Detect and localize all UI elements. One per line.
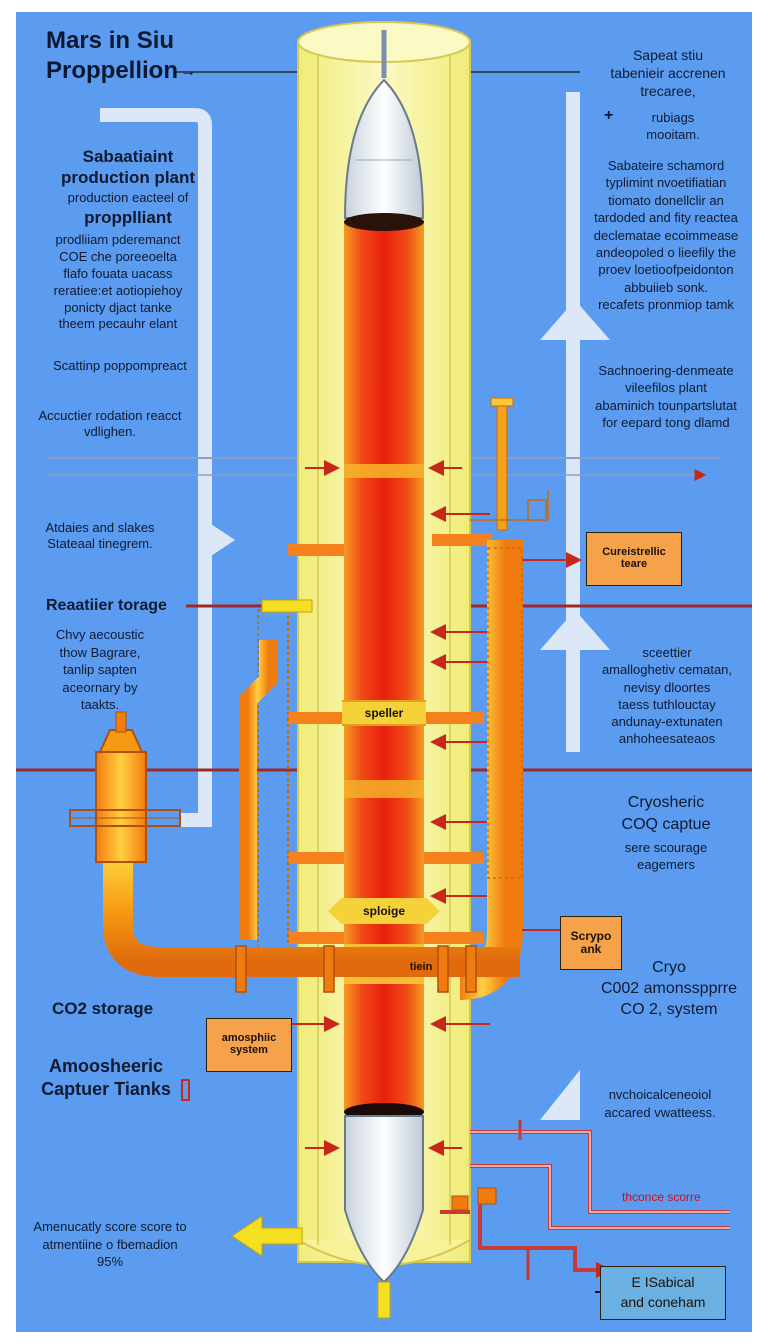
cryospheric-capture-heading: Cryosheric COQ captue	[621, 794, 711, 834]
title-arrow-icon: →	[180, 63, 196, 80]
plus-icon: +	[604, 107, 614, 124]
main-feed-pipe	[103, 860, 520, 977]
scatting-note: Scattinp poppompreact	[53, 358, 187, 373]
bottom-score-note: Amenucatly score score to atmentiine o f…	[33, 1219, 187, 1270]
marker-icon	[181, 1079, 190, 1101]
theonce-score-label: thconce scorre	[622, 1190, 701, 1204]
guide-arrow-up-icon	[540, 610, 610, 650]
column-crossbars	[288, 534, 492, 944]
atmospheric-system-box: amosphiic system	[206, 1018, 292, 1072]
sabatier-plant-heading: Sabaatiaint production plant	[60, 147, 196, 188]
tiein-tag: tiein	[409, 961, 433, 973]
co2-storage-label: CO2 storage	[52, 999, 154, 1018]
scrypo-tank-box: Scrypo ank	[560, 916, 622, 970]
right-intro-continued: rubiags mooitam.	[646, 110, 700, 142]
speller-tag: speller	[342, 700, 426, 726]
guide-notch-icon	[205, 520, 235, 560]
guide-arrow-icon	[540, 1070, 580, 1120]
nvchoical-note: nvchoicalceneoiol accared vwatteess.	[604, 1087, 716, 1120]
sabatier-scheme-description: Sabateire schamord typlimint nvoetifiati…	[593, 158, 739, 313]
core-top-opening	[344, 213, 424, 231]
cryo-co2-system-heading: Cryo C002 amonsspprre CO 2, system	[600, 959, 738, 1018]
diagram-title: Mars in Siu Proppellion	[46, 27, 178, 84]
lattice-cap	[261, 599, 313, 613]
asdates-note: Atdaies and slakes Stateaal tinegrem.	[45, 520, 155, 552]
bottom-nozzle	[377, 1281, 391, 1319]
plant-description: prodliiam pderemanct COE che poreeoelta …	[53, 232, 183, 332]
cryospheric-capture-sub: sere scourage eagemers	[624, 840, 708, 872]
right-guide-bar	[566, 92, 580, 752]
right-lattice	[487, 547, 523, 879]
sachnoering-description: Sachnoering-denmeate vileefilos plant ab…	[595, 363, 737, 431]
plant-propellant: propplliant	[84, 208, 172, 227]
sploige-tag: sploige	[328, 898, 440, 924]
esabical-box: E ISabical and coneham	[600, 1266, 726, 1320]
cureistrellic-box: Cureistrellic teare	[586, 532, 682, 586]
right-intro: Sapeat stiu tabenieir accrenen trecaree,	[610, 47, 726, 100]
guide-arrow-up-icon	[540, 300, 610, 340]
acceptor-note: Accuctier rodation reacct vdlighen.	[38, 408, 182, 440]
flow-arrows	[290, 460, 490, 1156]
left-guide-bracket	[100, 108, 212, 827]
atmospheric-capture-tanks-heading: Amoosheeric Captuer Tianks	[41, 1056, 171, 1100]
output-arrow-icon	[231, 1215, 303, 1257]
plant-subheading: production eacteel of	[67, 190, 189, 205]
scettier-description: sceettier amalloghetiv cematan, nevisy d…	[601, 645, 733, 747]
top-dome	[343, 78, 425, 219]
feed-pipe	[496, 399, 508, 531]
co2-storage-tank	[95, 751, 147, 863]
reactor-storage-description: Chvy aecoustic thow Bagrare, tanlip sapt…	[55, 627, 145, 713]
reactor-storage-heading: Reaatiier torage	[46, 597, 167, 614]
